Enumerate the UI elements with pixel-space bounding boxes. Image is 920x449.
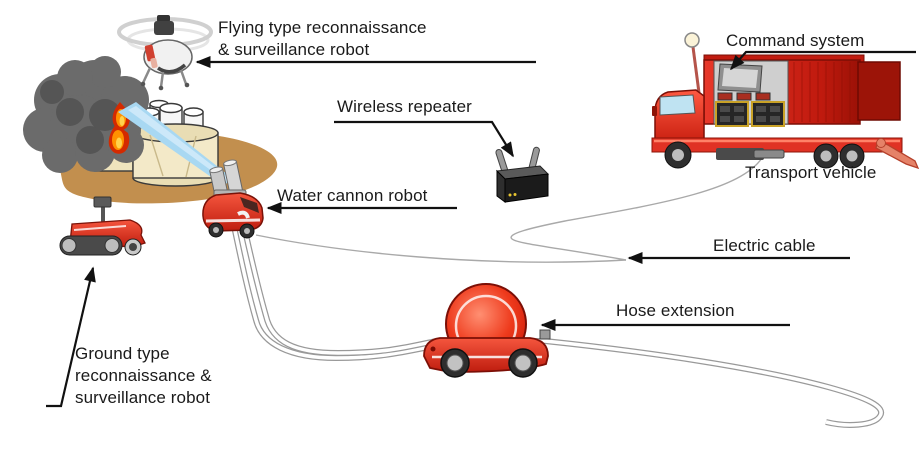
label-ground-robot-line2: reconnaissance & <box>75 366 212 385</box>
label-transport-vehicle: Transport vehicle <box>745 163 877 182</box>
label-wireless-repeater: Wireless repeater <box>337 97 472 116</box>
label-flying-robot: Flying type reconnaissance & surveillanc… <box>218 17 427 61</box>
water-jet <box>118 102 232 186</box>
label-water-cannon-robot: Water cannon robot <box>277 186 428 205</box>
arrow-command-system <box>730 50 916 71</box>
hose-line <box>231 225 885 428</box>
rear-ramp <box>875 139 920 170</box>
label-ground-robot: Ground type reconnaissance & surveillanc… <box>75 343 212 409</box>
hose-extension-robot-icon <box>423 283 551 378</box>
label-ground-robot-line1: Ground type <box>75 344 170 363</box>
label-ground-robot-line3: surveillance robot <box>75 388 211 407</box>
label-hose-extension: Hose extension <box>616 301 735 320</box>
label-flying-robot-line2: & surveillance robot <box>218 40 370 59</box>
wireless-repeater-icon <box>495 146 550 203</box>
water-cannon-robot-icon <box>202 159 264 239</box>
label-flying-robot-line1: Flying type reconnaissance <box>218 18 427 37</box>
ground-robot-icon <box>59 196 146 256</box>
arrow-ground-robot <box>46 266 96 408</box>
electric-cable-line <box>255 157 763 263</box>
transport-vehicle-icon <box>651 32 920 170</box>
command-system-icon <box>713 60 789 127</box>
arrow-wireless-repeater <box>334 120 514 158</box>
label-command-system: Command system <box>726 31 865 50</box>
flying-robot-icon <box>117 15 213 91</box>
smoke-icon <box>23 56 149 173</box>
label-electric-cable: Electric cable <box>713 236 816 255</box>
